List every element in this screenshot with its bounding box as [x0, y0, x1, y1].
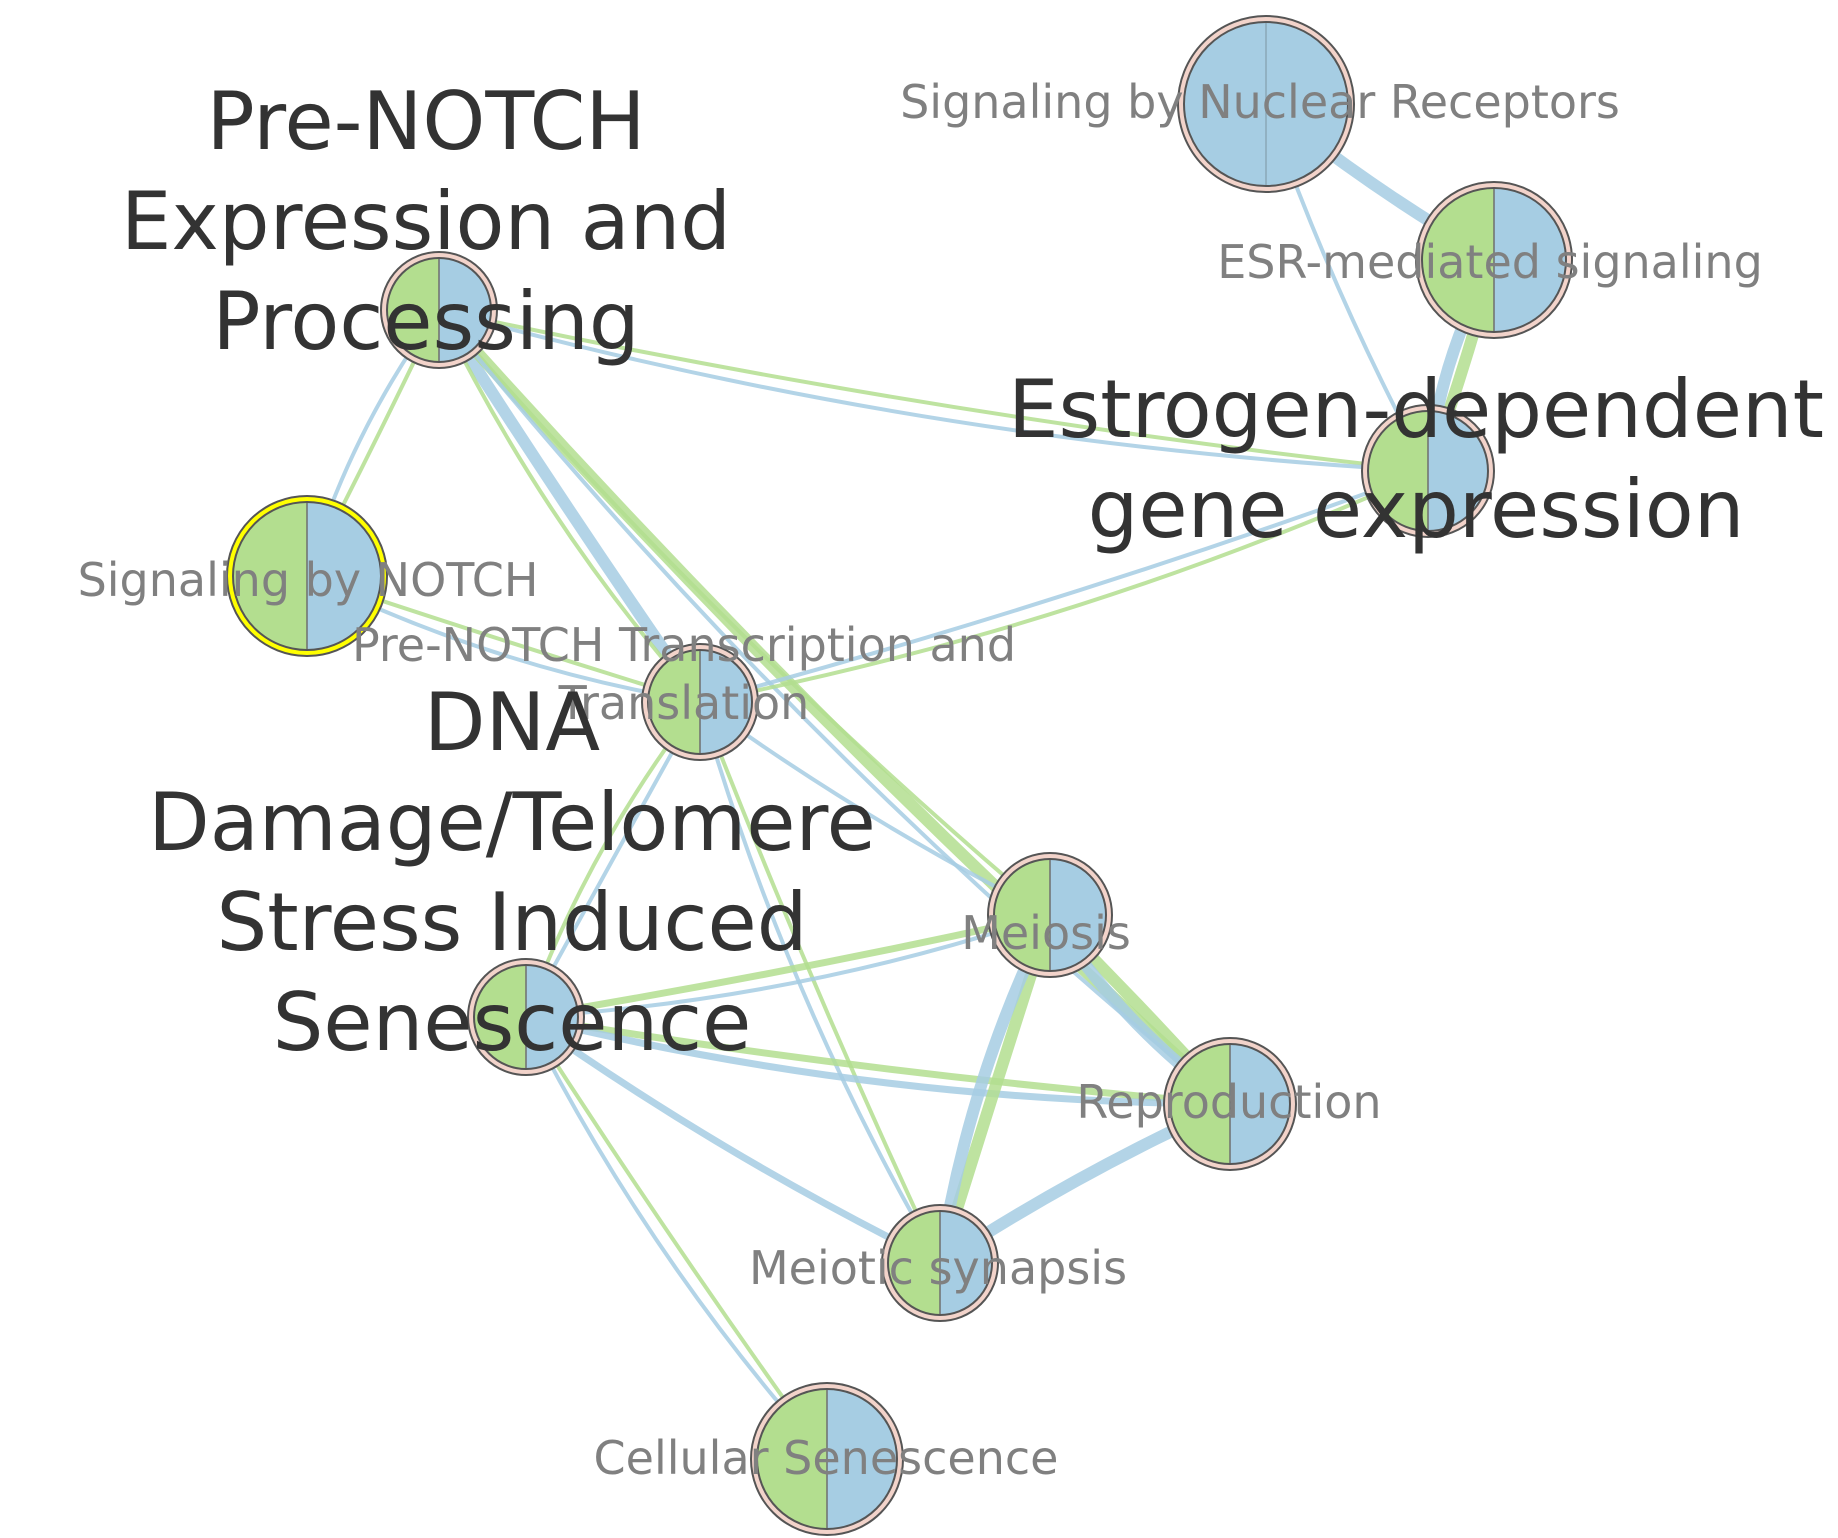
edge-dna-cellsen-green[interactable] — [524, 1015, 829, 1461]
node-border-repro — [1169, 1043, 1291, 1165]
node-slice-blue-prenotch — [439, 258, 491, 362]
node-estrogen[interactable] — [1361, 404, 1495, 538]
node-slice-blue-esr — [1494, 188, 1566, 332]
labels-layer: Signaling by Nuclear ReceptorsESR-mediat… — [78, 75, 1824, 1485]
node-slice-green-prenotch — [387, 258, 439, 362]
edge-pretrans-synapsis-green[interactable] — [698, 700, 942, 1265]
node-border-dna — [473, 964, 579, 1070]
edge-prenotch-pretrans-blue[interactable] — [433, 304, 706, 708]
node-label-line: Cellular Senescence — [594, 1431, 1059, 1485]
node-border-estrogen — [1367, 410, 1489, 532]
node-label-line: Expression and — [121, 175, 731, 268]
node-border-signotch — [232, 501, 382, 651]
node-nuclear[interactable] — [1177, 15, 1355, 193]
node-slice-blue-estrogen — [1428, 411, 1488, 531]
node-label-meiosis: Meiosis — [961, 906, 1131, 960]
node-label-line: Pre-NOTCH Transcription and — [352, 618, 1016, 672]
node-repro[interactable] — [1163, 1037, 1297, 1171]
edge-pretrans-estrogen-green[interactable] — [698, 469, 1430, 704]
node-slice-blue-cellsen — [827, 1389, 897, 1529]
node-label-line: Estrogen-dependent — [1008, 363, 1824, 456]
edge-dna-meiosis-green[interactable] — [522, 911, 1054, 1021]
edge-pretrans-synapsis-blue[interactable] — [698, 700, 942, 1265]
edge-prenotch-pretrans-green[interactable] — [437, 308, 702, 704]
node-label-cellsen: Cellular Senescence — [594, 1431, 1059, 1485]
node-label-line: ESR-mediated signaling — [1217, 235, 1763, 289]
edge-prenotch-repro-blue[interactable] — [437, 308, 1232, 1106]
node-border-cellsen — [756, 1388, 898, 1530]
node-label-line: Pre-NOTCH — [206, 75, 645, 168]
node-slice-blue-signotch — [307, 502, 381, 650]
node-border-nuclear — [1183, 21, 1349, 187]
node-label-synapsis: Meiotic synapsis — [749, 1241, 1127, 1295]
node-border-meiosis — [993, 858, 1107, 972]
node-slice-blue-repro — [1230, 1044, 1290, 1164]
node-slice-blue-dna — [526, 965, 578, 1069]
node-border-esr — [1421, 187, 1567, 333]
node-slice-green-estrogen — [1368, 411, 1428, 531]
node-label-nuclear: Signaling by Nuclear Receptors — [900, 75, 1620, 129]
edge-dna-synapsis-blue[interactable] — [522, 1013, 944, 1267]
node-border-pretrans — [647, 649, 753, 755]
node-pretrans[interactable] — [641, 643, 759, 761]
node-label-esr: ESR-mediated signaling — [1217, 235, 1763, 289]
node-slice-green-pretrans — [648, 650, 700, 754]
node-slice-green-dna — [474, 965, 526, 1069]
node-signotch[interactable] — [226, 495, 388, 657]
node-label-line: Damage/Telomere — [148, 776, 876, 869]
node-esr[interactable] — [1415, 181, 1573, 339]
node-slice-green-synapsis — [888, 1211, 940, 1315]
node-label-line: Reproduction — [1076, 1075, 1381, 1129]
node-label-signotch: Signaling by NOTCH — [78, 553, 539, 607]
node-slice-green-esr — [1422, 188, 1494, 332]
node-slice-blue-synapsis — [940, 1211, 992, 1315]
node-slice-blue-meiosis — [1050, 859, 1106, 971]
node-label-line: Senescence — [273, 976, 752, 1069]
edge-prenotch-estrogen-green[interactable] — [437, 308, 1430, 473]
node-label-line: Meiosis — [961, 906, 1131, 960]
node-label-repro: Reproduction — [1076, 1075, 1381, 1129]
node-border-synapsis — [887, 1210, 993, 1316]
node-meiosis[interactable] — [987, 852, 1113, 978]
node-slice-green-signotch — [233, 502, 307, 650]
edge-pretrans-estrogen-blue[interactable] — [698, 469, 1430, 704]
nodes-layer — [226, 15, 1573, 1536]
node-synapsis[interactable] — [881, 1204, 999, 1322]
node-slice-blue-pretrans — [700, 650, 752, 754]
node-cellsen[interactable] — [750, 1382, 904, 1536]
node-label-line: Processing — [212, 275, 639, 368]
node-label-line: gene expression — [1088, 463, 1745, 556]
node-label-line: Translation — [558, 676, 810, 730]
node-dna[interactable] — [467, 958, 585, 1076]
edge-prenotch-estrogen-blue[interactable] — [437, 308, 1430, 473]
node-label-line: Meiotic synapsis — [749, 1241, 1127, 1295]
node-prenotch[interactable] — [380, 251, 498, 369]
node-label-line: Signaling by NOTCH — [78, 553, 539, 607]
node-border-prenotch — [386, 257, 492, 363]
edge-dna-repro-blue[interactable] — [522, 1013, 1234, 1108]
node-slice-green-meiosis — [994, 859, 1050, 971]
node-label-line: Stress Induced — [216, 876, 807, 969]
node-label-line: DNA — [424, 676, 600, 769]
edge-dna-repro-green[interactable] — [522, 1013, 1234, 1108]
node-slice-green-cellsen — [757, 1389, 827, 1529]
node-label-line: Signaling by Nuclear Receptors — [900, 75, 1620, 129]
edge-dna-meiosis-blue[interactable] — [524, 913, 1052, 1019]
node-slice-green-repro — [1170, 1044, 1230, 1164]
